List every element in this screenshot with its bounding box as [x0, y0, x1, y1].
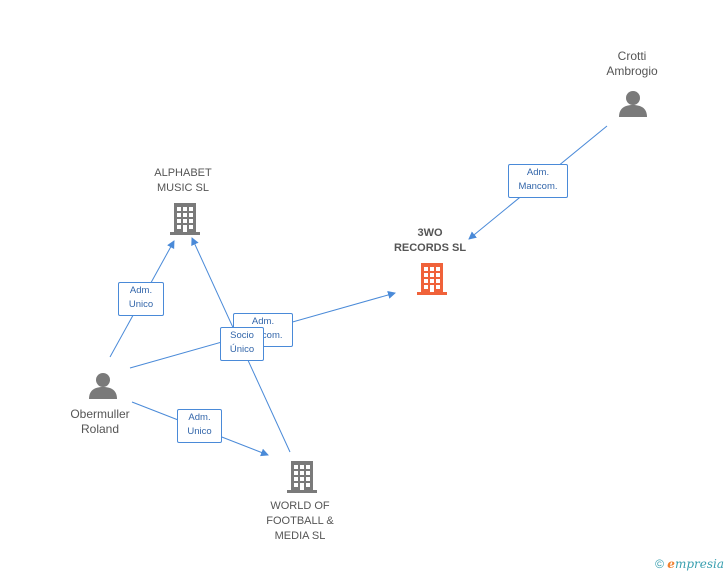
building-icon[interactable]	[285, 460, 319, 494]
edge-label-line: Unico	[128, 299, 154, 310]
edge-label-line: Adm.	[526, 167, 550, 178]
empresia-logo[interactable]: © empresia	[655, 557, 724, 571]
node-label-line: ALPHABET	[154, 167, 212, 179]
node-label-line: Roland	[80, 422, 120, 436]
building-icon[interactable]	[415, 262, 449, 296]
copyright-icon: ©	[655, 557, 664, 571]
edge-label-crotti-3wo[interactable]: Adm. Mancom.	[508, 164, 568, 198]
node-label-crotti-ambrogio[interactable]: Crotti Ambrogio	[582, 49, 682, 79]
edge-label-line: Adm.	[251, 316, 275, 327]
node-label-line: 3WO	[417, 227, 443, 239]
node-label-line: FOOTBALL &	[266, 515, 334, 527]
node-label-line: MUSIC SL	[157, 182, 209, 194]
node-label-3wo-records-sl[interactable]: 3WO RECORDS SL	[380, 226, 480, 256]
person-icon[interactable]	[88, 372, 118, 400]
person-icon[interactable]	[618, 90, 648, 118]
node-label-obermuller-roland[interactable]: Obermuller Roland	[50, 407, 150, 437]
node-label-alphabet-music-sl[interactable]: ALPHABET MUSIC SL	[133, 166, 233, 196]
node-label-line: Obermuller	[70, 407, 130, 421]
edge-label-world-alphabet[interactable]: Socio Único	[220, 327, 264, 361]
node-label-line: RECORDS SL	[393, 242, 467, 254]
edge-label-line: Socio	[230, 330, 254, 341]
building-icon[interactable]	[168, 202, 202, 236]
node-label-line: Ambrogio	[606, 64, 658, 78]
edge-label-line: Único	[229, 344, 255, 355]
edge-label-line: Adm.	[129, 285, 153, 296]
edge-label-line: Unico	[187, 426, 212, 437]
node-label-world-of-football-media-sl[interactable]: WORLD OF FOOTBALL & MEDIA SL	[250, 499, 350, 544]
edge-label-ober-world[interactable]: Adm. Unico	[177, 409, 222, 443]
edge-label-line: Mancom.	[518, 181, 558, 192]
edge-label-line: Adm.	[188, 412, 211, 423]
node-label-line: MEDIA SL	[274, 530, 326, 542]
edge-label-ober-alphabet[interactable]: Adm. Unico	[118, 282, 164, 316]
node-label-line: Crotti	[617, 49, 647, 63]
brand-name: empresia	[667, 557, 724, 571]
node-label-line: WORLD OF	[270, 500, 330, 512]
